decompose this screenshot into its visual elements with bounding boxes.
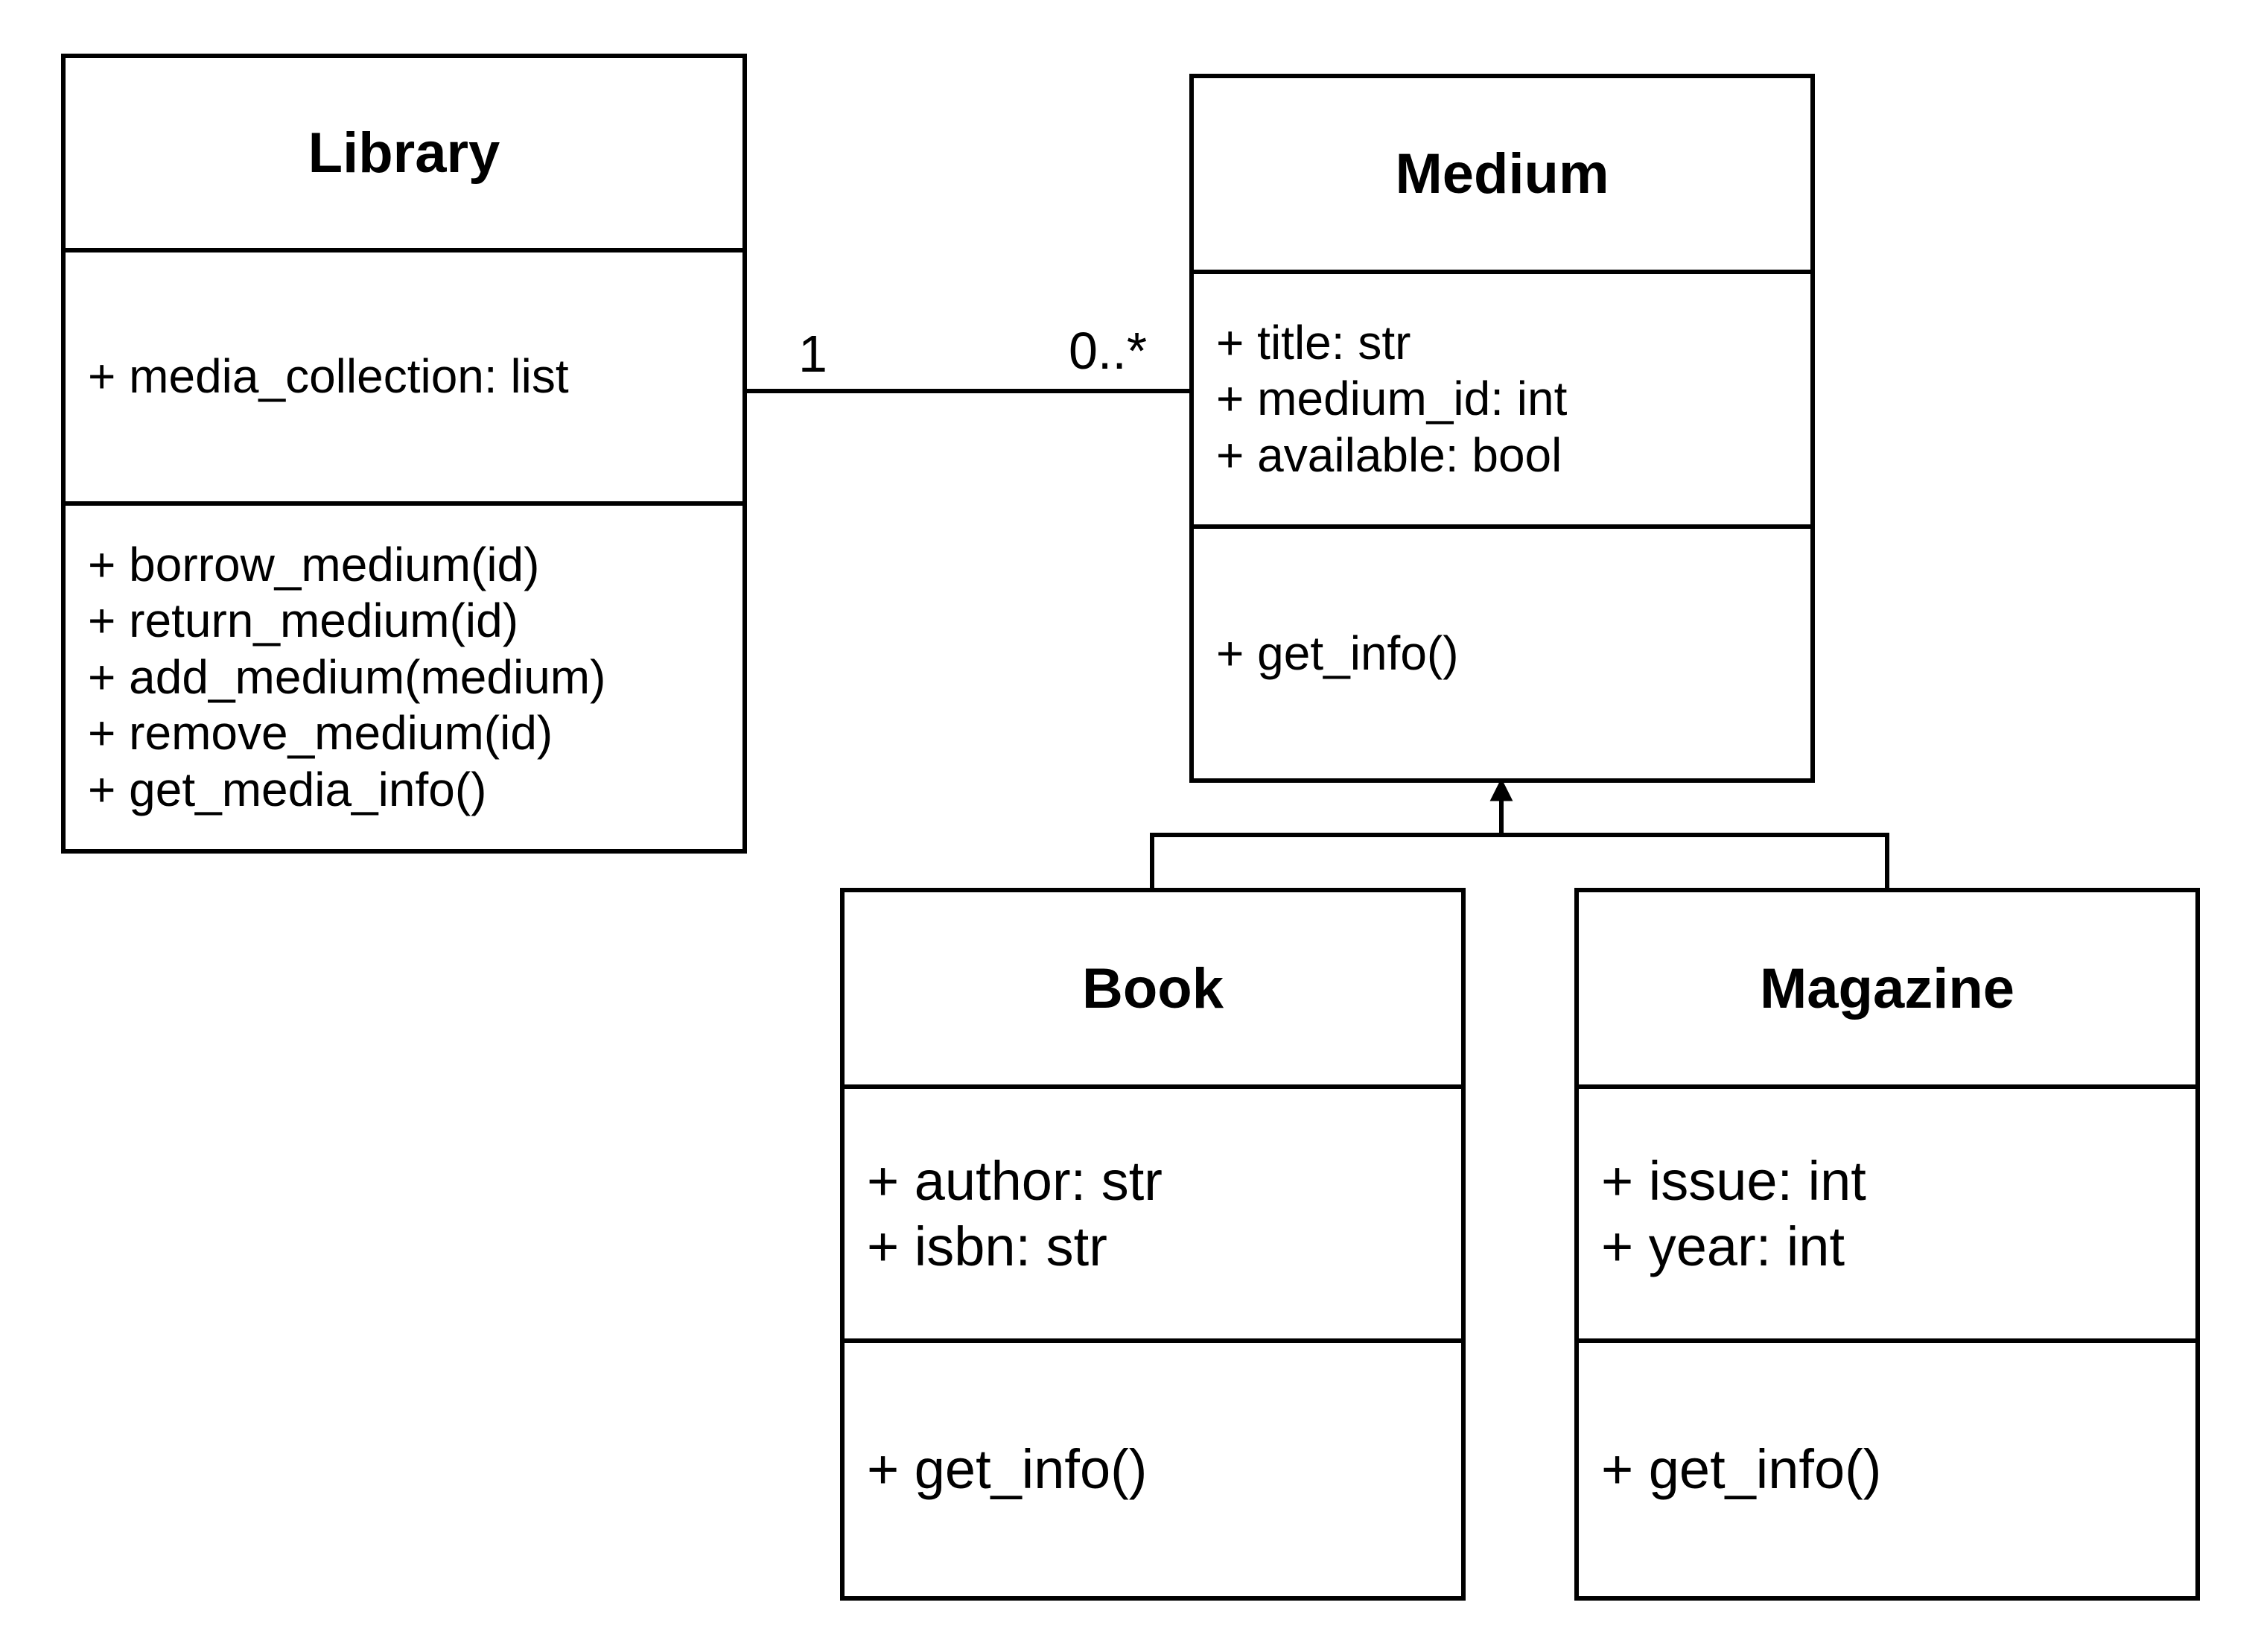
method: + get_info() [1601,1438,1882,1501]
methods-section: + get_info() [1579,1338,2195,1596]
class-name-section: Medium [1194,78,1810,270]
class-name-section: Magazine [1579,892,2195,1084]
generalization-line-magazine [1501,833,1889,888]
multiplicity-medium-end: 0..* [1069,322,1148,380]
class-name: Medium [1395,142,1609,206]
attributes-section: + title: str + medium_id: int + availabl… [1194,270,1810,524]
class-name-section: Book [845,892,1461,1084]
attribute: + medium_id: int [1216,372,1568,426]
generalization-line-book [1150,833,1501,888]
multiplicity-library-end: 1 [798,325,827,383]
attribute: + media_collection: list [88,349,569,404]
class-name: Library [308,121,500,185]
method: + return_medium(id) [88,594,518,648]
attribute: + year: int [1601,1215,1845,1277]
generalization-arrowhead [1489,778,1513,801]
methods-section: + get_info() [1194,524,1810,778]
attribute: + available: bool [1216,428,1562,482]
method: + remove_medium(id) [88,706,553,760]
class-name-section: Library [66,58,742,248]
method: + get_media_info() [88,762,487,816]
methods-section: + get_info() [845,1338,1461,1596]
method: + borrow_medium(id) [88,537,540,591]
class-library[interactable]: Library + media_collection: list + borro… [61,54,747,854]
class-medium[interactable]: Medium + title: str + medium_id: int + a… [1189,74,1815,783]
class-magazine[interactable]: Magazine + issue: int + year: int + get_… [1574,888,2200,1601]
class-name: Book [1082,956,1224,1020]
method: + get_info() [1216,626,1459,680]
attribute: + issue: int [1601,1150,1866,1213]
class-name: Magazine [1759,956,2015,1020]
attribute: + author: str [867,1150,1163,1213]
methods-section: + borrow_medium(id) + return_medium(id) … [66,501,742,849]
method: + get_info() [867,1438,1148,1501]
attribute: + isbn: str [867,1215,1107,1277]
attribute: + title: str [1216,315,1411,369]
method: + add_medium(medium) [88,649,606,704]
attributes-section: + issue: int + year: int [1579,1084,2195,1338]
attributes-section: + author: str + isbn: str [845,1084,1461,1338]
attributes-section: + media_collection: list [66,248,742,501]
class-book[interactable]: Book + author: str + isbn: str + get_inf… [840,888,1466,1601]
